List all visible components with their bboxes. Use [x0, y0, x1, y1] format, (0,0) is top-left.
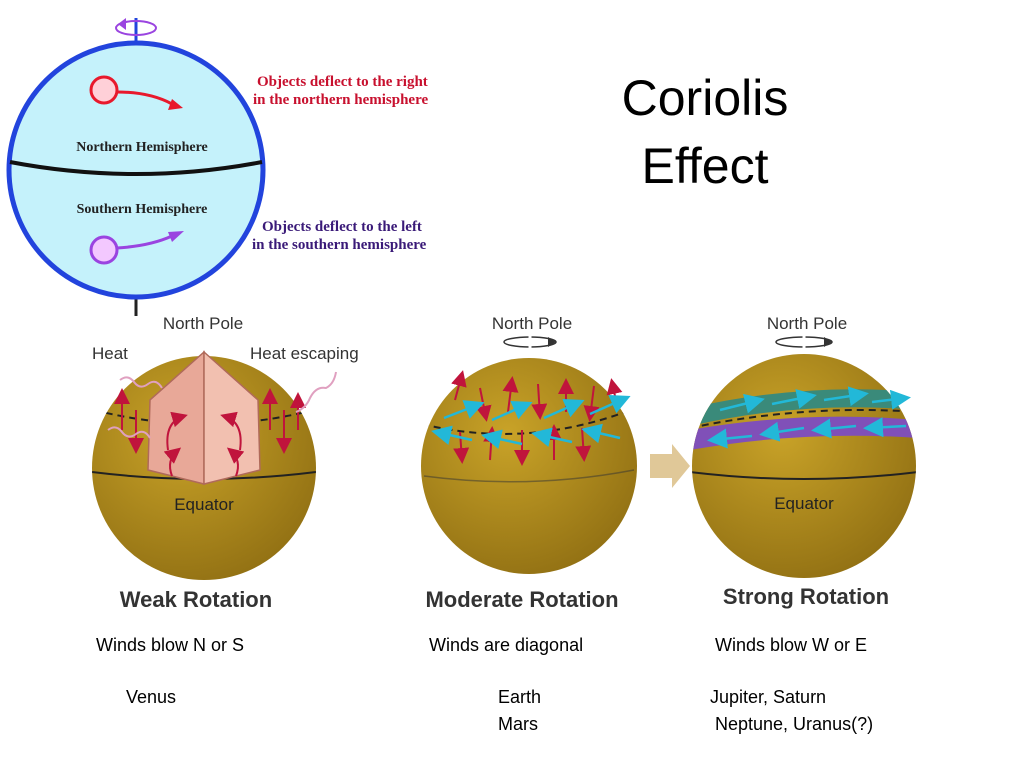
rotation-caption: Strong Rotation: [723, 584, 889, 609]
strong-winds-text: Winds blow W or E: [715, 635, 868, 655]
planet-moderate-rotation: North Pole: [421, 314, 637, 612]
arrowhead-icon: [168, 99, 183, 110]
north-note-line-1: Objects deflect to the right: [257, 74, 428, 90]
moderate-example-planet: Mars: [498, 714, 538, 734]
north-pole-label: North Pole: [492, 314, 572, 333]
deflect-left-arrow: [116, 234, 173, 250]
strong-example-planet: Jupiter, Saturn: [710, 687, 827, 707]
southern-hemisphere-label: Southern Hemisphere: [77, 202, 208, 217]
purple-wind-band: [692, 416, 916, 450]
south-note-line-1: Objects deflect to the left: [262, 219, 422, 235]
arrowhead-icon: [168, 231, 184, 242]
heat-label: Heat: [92, 344, 128, 363]
planet-weak-rotation: North Pole Heat Heat escaping Equator We…: [92, 314, 359, 612]
weak-winds-text: Winds blow N or S: [96, 635, 245, 655]
strong-example-planet: Neptune, Uranus(?): [710, 714, 874, 734]
north-pole-label: North Pole: [767, 314, 847, 333]
northern-object: [89, 75, 119, 105]
southern-object: [89, 235, 119, 265]
rotation-caption: Moderate Rotation: [425, 587, 618, 612]
northern-hemisphere-label: Northern Hemisphere: [76, 140, 208, 155]
rotation-arrow-icon: [115, 18, 157, 36]
slide-title: Coriolis Effect: [560, 64, 850, 200]
rotation-comparison-panel: North Pole Heat Heat escaping Equator We…: [92, 314, 916, 612]
heat-escaping-wave-icon: [295, 371, 337, 413]
zonal-winds: [707, 386, 911, 449]
moderate-example-planet: Earth: [498, 687, 542, 707]
south-note-line-2: in the southern hemisphere: [252, 237, 427, 253]
planet-sphere: [421, 358, 637, 574]
planet-strong-rotation: North Pole Equator Strong Rotation: [692, 314, 916, 609]
globe: [6, 40, 266, 300]
heat-wave-icon: [119, 376, 163, 389]
north-pole-label: North Pole: [163, 314, 243, 333]
diagonal-winds: [431, 370, 631, 466]
equator-line: [692, 471, 916, 480]
equator-label: Equator: [174, 495, 234, 514]
north-note-line-2: in the northern hemisphere: [253, 92, 428, 108]
equator-label: Equator: [774, 494, 834, 513]
rotation-caption: Weak Rotation: [120, 587, 272, 612]
equator-line: [9, 160, 263, 176]
heat-escaping-label: Heat escaping: [250, 344, 359, 363]
deflect-right-arrow: [116, 90, 173, 106]
coriolis-globe-diagram: Northern Hemisphere Southern Hemisphere …: [6, 18, 428, 316]
weak-example-planet: Venus: [126, 687, 177, 707]
planet-sphere: [692, 354, 916, 578]
title-line-2: Effect: [641, 138, 769, 194]
progression-arrow-icon: [650, 444, 690, 488]
moderate-winds-text: Winds are diagonal: [429, 635, 584, 655]
heat-wave-icon: [107, 426, 151, 439]
title-line-1: Coriolis: [621, 70, 789, 126]
